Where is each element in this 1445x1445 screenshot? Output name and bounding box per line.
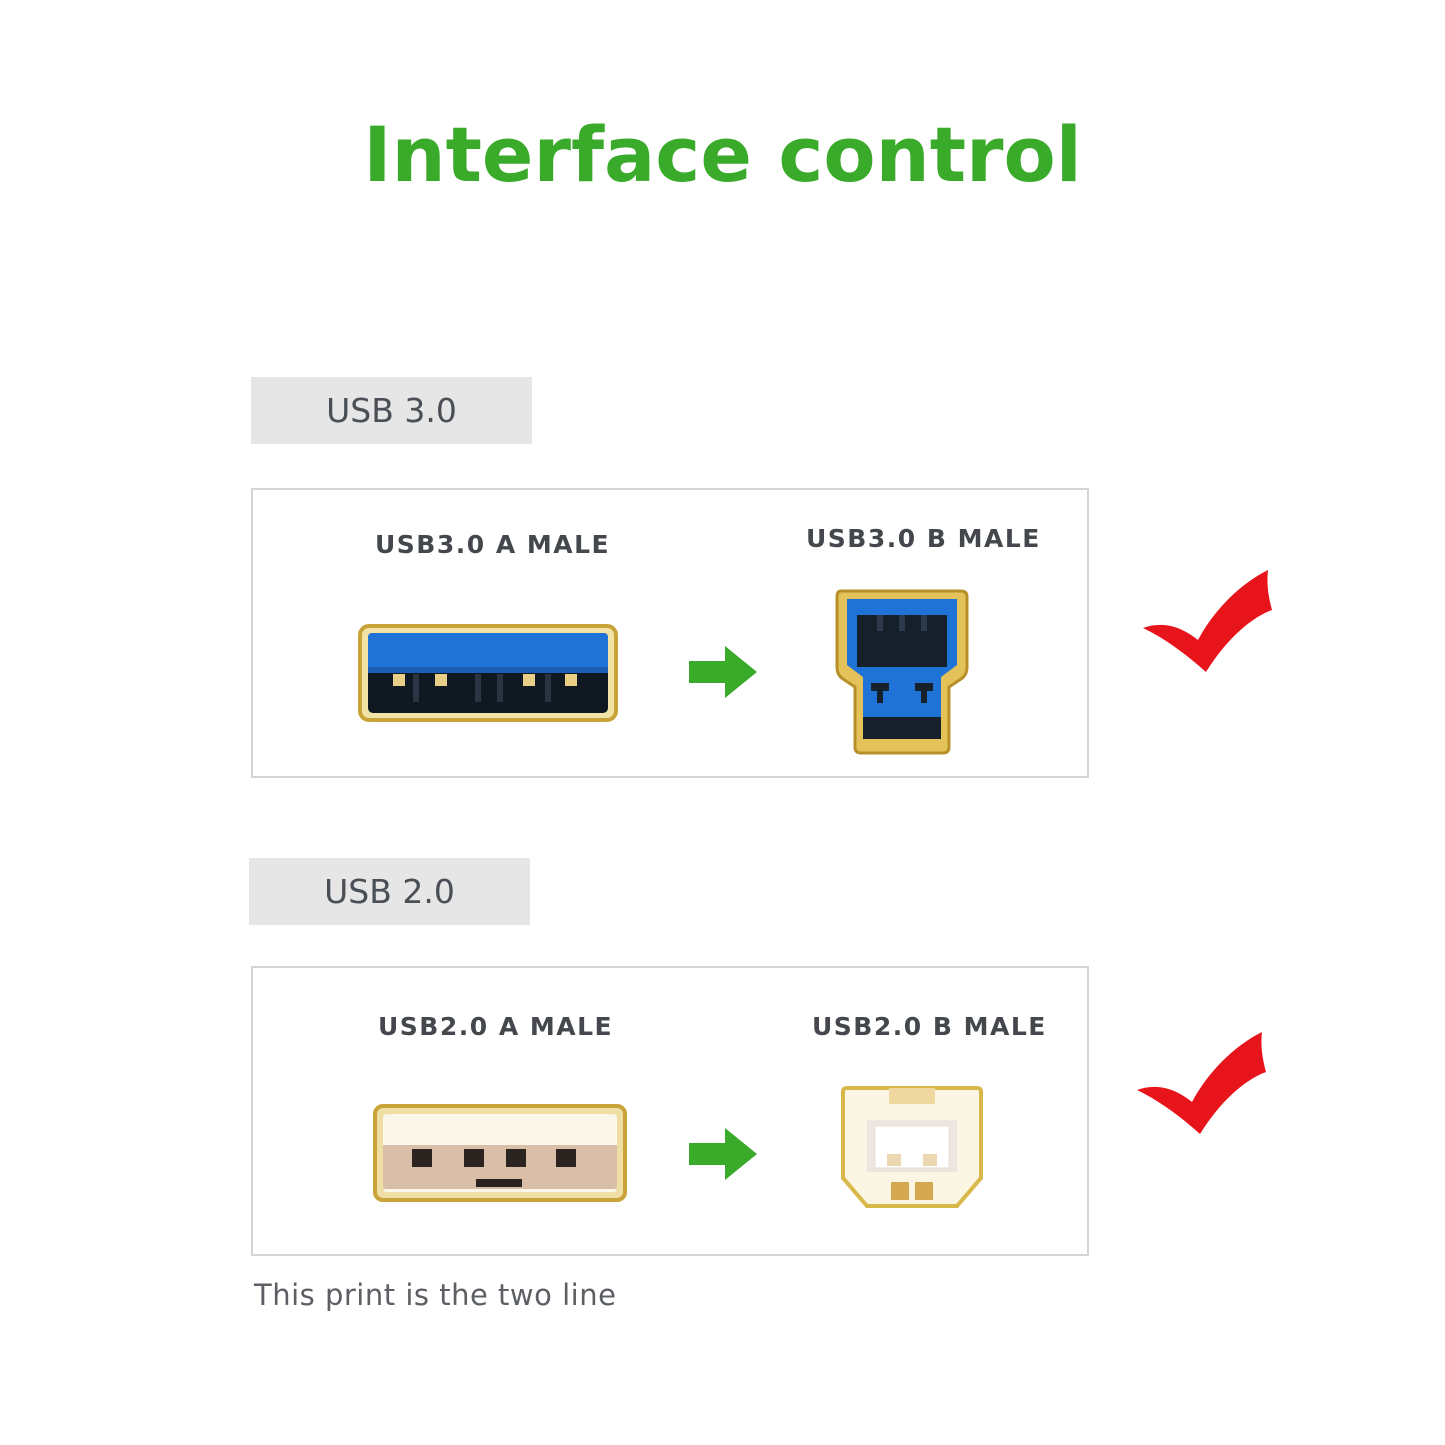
usb2-connector-panel: USB2.0 A MALE USB2.0 B MALE	[251, 966, 1089, 1256]
usb3-checkmark-icon	[1143, 570, 1272, 672]
usb3-connector-panel: USB3.0 A MALE USB3.0 B MALE	[251, 488, 1089, 778]
section-tab-usb3: USB 3.0	[251, 377, 532, 444]
usb2-b-male-connector-icon	[841, 1086, 983, 1208]
usb2-checkmark-icon	[1137, 1032, 1266, 1134]
page-title: Interface control	[363, 110, 1082, 199]
usb2-right-arrow-icon	[689, 1128, 757, 1180]
usb2-a-male-label: USB2.0 A MALE	[378, 1012, 614, 1041]
usb3-right-arrow-icon	[689, 646, 757, 698]
usb3-b-male-connector-icon	[835, 589, 969, 755]
usb3-a-male-connector-icon	[358, 624, 618, 722]
usb3-a-male-label: USB3.0 A MALE	[375, 530, 611, 559]
usb2-b-male-label: USB2.0 B MALE	[812, 1012, 1047, 1041]
section-tab-usb2: USB 2.0	[249, 858, 530, 925]
footnote-text: This print is the two line	[254, 1278, 617, 1312]
usb3-b-male-label: USB3.0 B MALE	[806, 524, 1041, 553]
usb2-a-male-connector-icon	[373, 1104, 627, 1202]
